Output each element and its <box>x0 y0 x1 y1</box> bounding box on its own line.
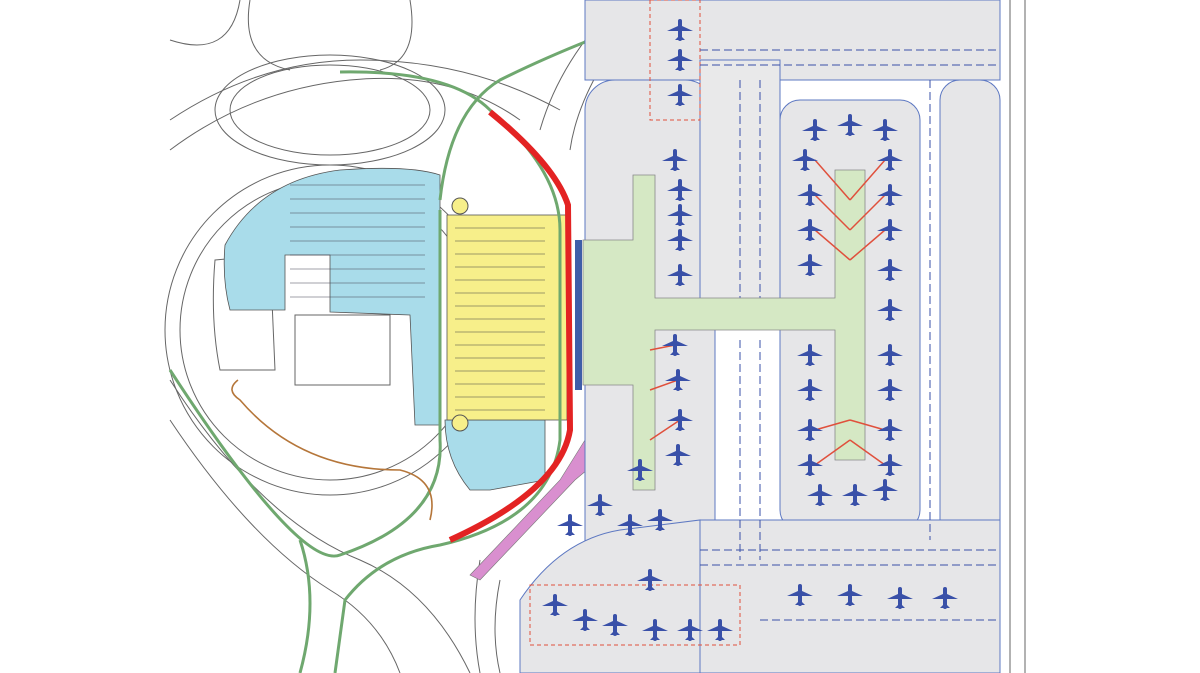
aircraft-icon <box>932 587 958 609</box>
surface-parking-south <box>444 419 546 491</box>
aircraft-icon <box>877 299 903 321</box>
aircraft-icon <box>837 114 863 136</box>
stand-lead-in-line <box>849 159 886 201</box>
aircraft-icon <box>642 619 668 641</box>
parking-garage <box>446 214 568 421</box>
terminal-building <box>582 169 866 491</box>
stand-lead-in-line <box>814 159 851 201</box>
aircraft-icon <box>877 219 903 241</box>
stand-lead-in-line <box>849 439 886 466</box>
aircraft-icon <box>837 584 863 606</box>
stand-lead-in-line <box>814 439 851 466</box>
aircraft-icon <box>872 119 898 141</box>
aircraft-icon <box>542 594 568 616</box>
aircraft-icon <box>602 614 628 636</box>
terminal-loop-road <box>448 109 574 543</box>
stand-lead-in-line <box>814 229 851 261</box>
aircraft-icon <box>887 587 913 609</box>
access-roads <box>168 38 591 673</box>
aircraft-icon <box>665 369 691 391</box>
stand-lead-in-line <box>649 419 681 441</box>
stand-lead-in-line <box>814 194 851 231</box>
aircraft-icon <box>797 184 823 206</box>
aircraft-icon <box>665 444 691 466</box>
aircraft-icon <box>842 484 868 506</box>
aircraft-icon <box>662 334 688 356</box>
aircraft-icon <box>797 344 823 366</box>
aircraft-icon <box>802 119 828 141</box>
aircraft-icon <box>807 484 833 506</box>
aircraft-icon <box>627 459 653 481</box>
aircraft-icon <box>667 19 693 41</box>
taxiway-centerlines <box>700 49 1000 621</box>
curbside <box>575 240 582 390</box>
stand-lead-in-line <box>849 419 886 431</box>
aircraft-icon <box>877 344 903 366</box>
aircraft-icon <box>667 229 693 251</box>
aircraft-icon <box>667 84 693 106</box>
aircraft-icon <box>647 509 673 531</box>
aircraft-icon <box>877 379 903 401</box>
aircraft-icon <box>797 254 823 276</box>
aircraft-icon <box>877 184 903 206</box>
aircraft-icon <box>677 619 703 641</box>
aircraft-icon <box>667 409 693 431</box>
stand-lead-in-line <box>849 194 886 231</box>
stand-lead-in-line <box>849 229 886 261</box>
aircraft-icon <box>877 454 903 476</box>
aircraft-icon <box>637 569 663 591</box>
aircraft-icon <box>667 204 693 226</box>
aircraft-icon <box>797 379 823 401</box>
aircraft-icon <box>667 264 693 286</box>
aircraft-icon <box>667 179 693 201</box>
aircraft-icon <box>877 149 903 171</box>
aircraft-icon <box>787 584 813 606</box>
aircraft-icon <box>877 259 903 281</box>
aircraft-icon <box>707 619 733 641</box>
stand-lead-in-line <box>649 379 679 391</box>
surface-parking <box>223 167 441 426</box>
stand-lead-in-line <box>814 419 851 431</box>
aircraft-icon <box>617 514 643 536</box>
garage-ramp-south <box>451 414 469 432</box>
aircraft-icon <box>587 494 613 516</box>
aircraft-icon <box>792 149 818 171</box>
aircraft-icon <box>797 219 823 241</box>
aircraft-icon <box>872 479 898 501</box>
aircraft-icon <box>877 419 903 441</box>
aircraft-icon <box>572 609 598 631</box>
aircraft-icon <box>557 514 583 536</box>
garage-ramp-north <box>451 197 469 215</box>
service-road <box>231 379 433 521</box>
aircraft-icon <box>797 454 823 476</box>
aircraft-icon <box>662 149 688 171</box>
aircraft-icon <box>667 49 693 71</box>
aircraft-icon <box>797 419 823 441</box>
